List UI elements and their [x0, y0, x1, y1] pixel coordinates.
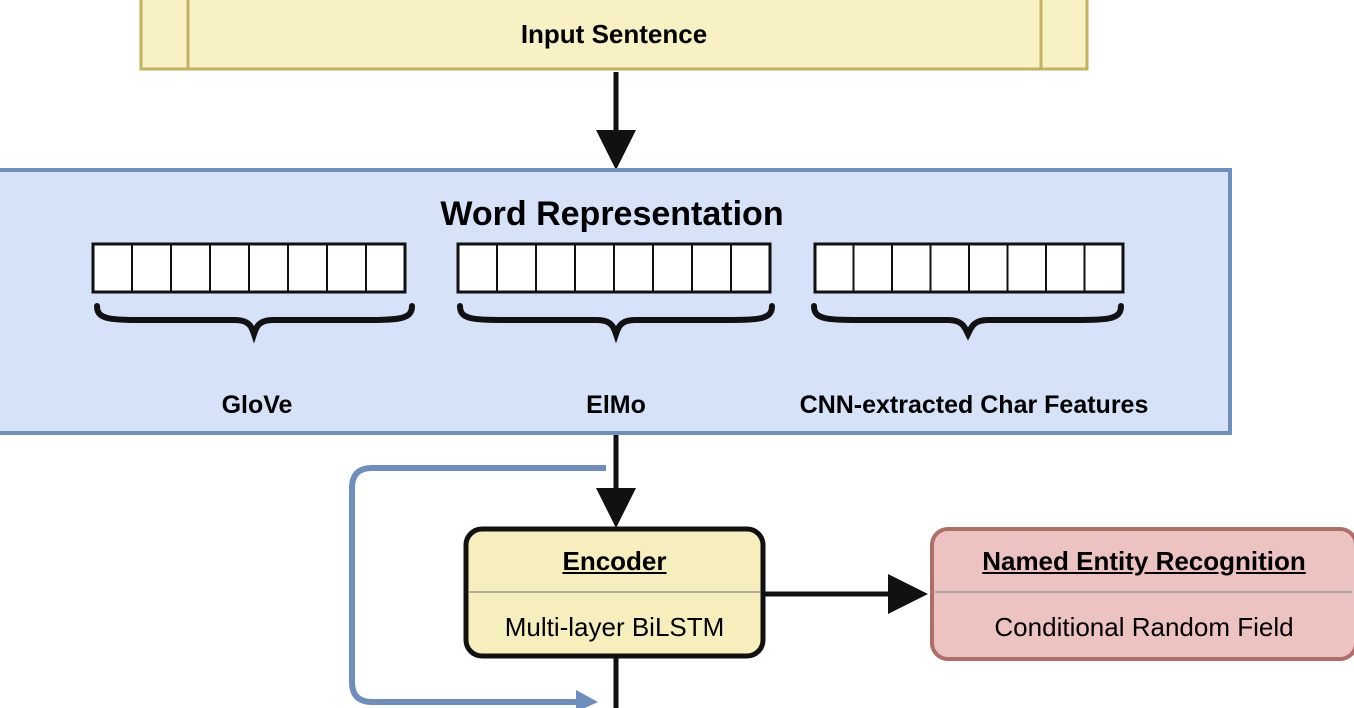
glove-vector — [91, 242, 407, 294]
input-sentence-box — [139, 0, 1089, 71]
encoder-subtitle: Multi-layer BiLSTM — [504, 612, 725, 642]
encoder-box — [463, 526, 766, 659]
word-representation-title: Word Representation — [440, 195, 784, 233]
glove-brace — [94, 303, 415, 344]
ner-title: Named Entity Recognition — [982, 546, 1306, 576]
char-features-brace — [811, 303, 1124, 341]
encoder-title: Encoder — [562, 546, 667, 576]
glove-label: GloVe — [221, 391, 293, 419]
elmo-vector — [456, 242, 772, 294]
ner-subtitle: Conditional Random Field — [994, 612, 1294, 642]
char-features-vector — [813, 242, 1125, 294]
elmo-brace — [457, 303, 775, 344]
char-features-label: CNN-extracted Char Features — [799, 391, 1149, 419]
ner-box — [930, 527, 1354, 661]
multilayer-loop-arrow — [349, 465, 606, 705]
loop-arrowhead — [576, 690, 598, 708]
elmo-label: ElMo — [586, 391, 646, 419]
word-representation-box — [0, 168, 1232, 435]
input-sentence-label: Input Sentence — [520, 19, 708, 49]
